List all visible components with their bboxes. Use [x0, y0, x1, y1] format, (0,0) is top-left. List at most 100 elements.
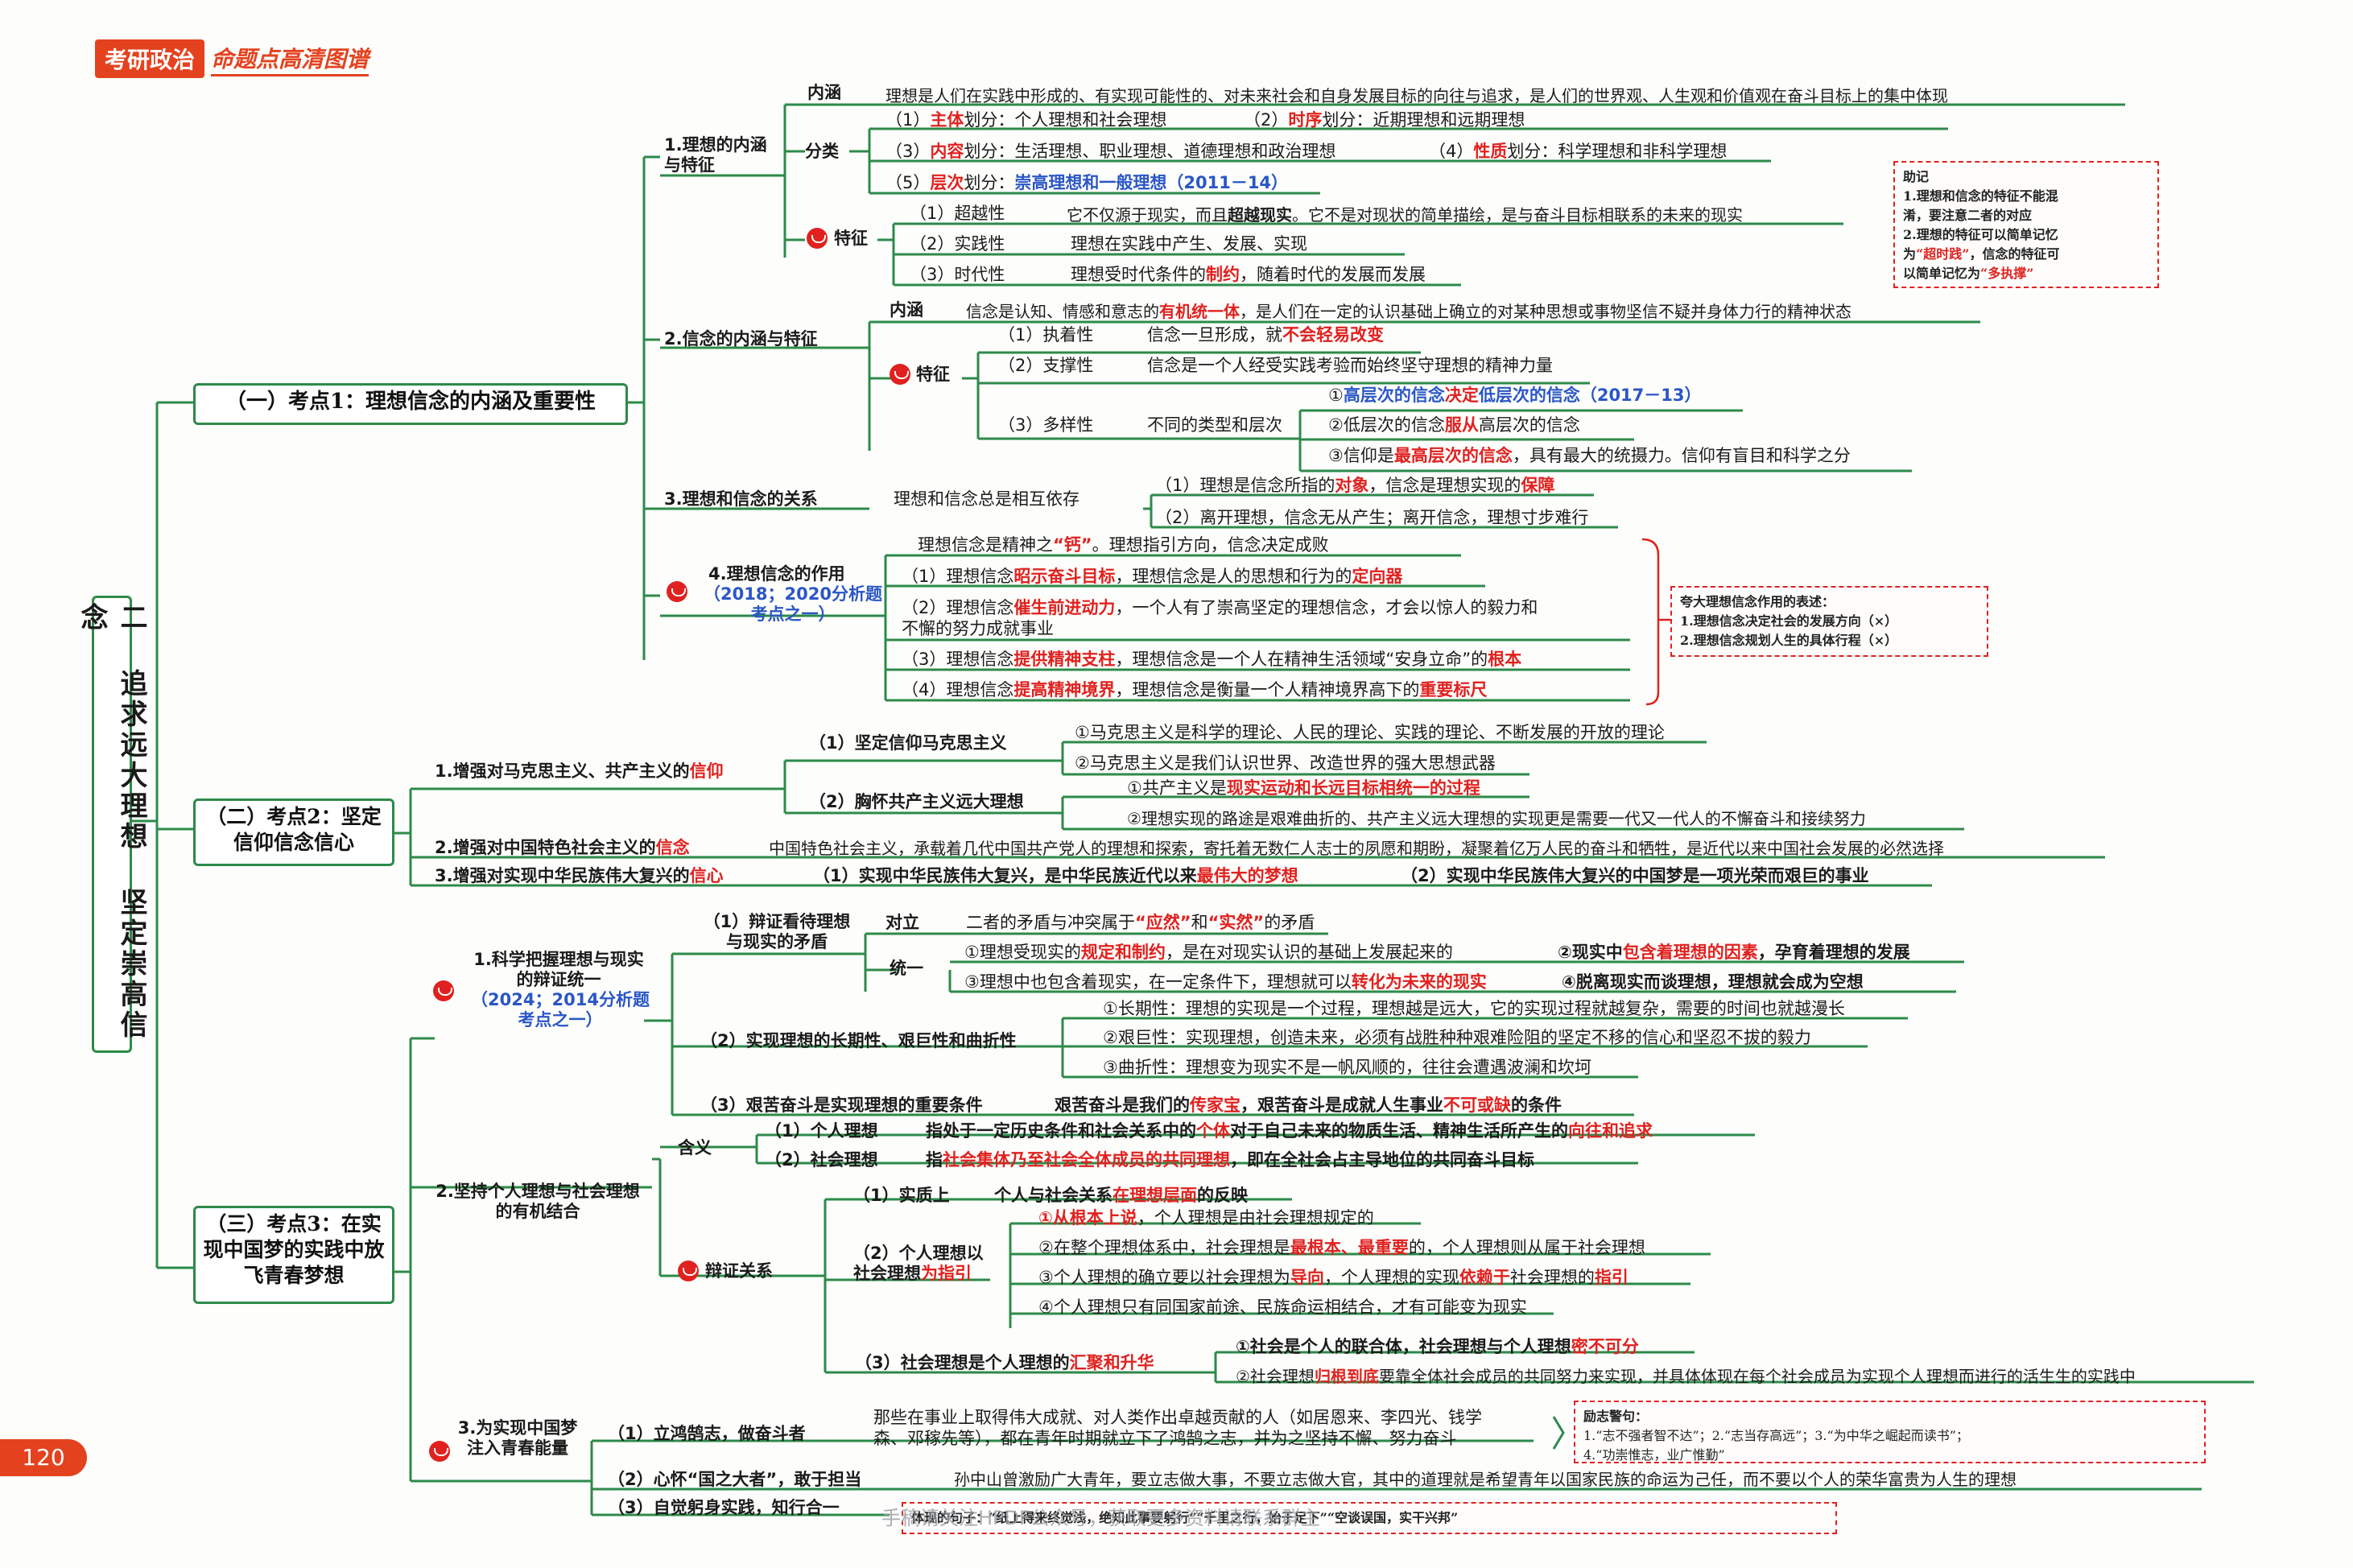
s3-n1-c: 艰苦奋斗是我们的传家宝，艰苦奋斗是成就人生事业不可或缺的条件	[1055, 1096, 1562, 1115]
s3-n2-h2: 指社会集体乃至社会全体成员的共同理想，即在全社会占主导地位的共同奋斗目标	[926, 1150, 1534, 1170]
main-title: 二 追求远大理想 坚定崇高信念	[76, 596, 147, 1053]
s1-n2-title: 2.信念的内涵与特征	[664, 329, 818, 349]
s3-n1-tongyi-label: 统一	[890, 959, 923, 978]
s1-n2-d1: ①高层次的信念决定低层次的信念（2017－13）	[1328, 386, 1702, 405]
s3-n1-ty3: ③理想中也包含着现实，在一定条件下，理想就可以转化为未来的现实	[964, 972, 1487, 992]
s3-n1-b-label: （2）实现理想的长期性、艰巨性和曲折性	[700, 1031, 1017, 1050]
s3-n1-duili: 二者的矛盾与冲突属于“应然”和“实然”的矛盾	[966, 913, 1315, 932]
s1-n1-title: 1.理想的内涵与特征	[664, 135, 767, 175]
s1-n2-t1-label: （1）执着性	[998, 325, 1094, 345]
s1-n3-title: 3.理想和信念的关系	[664, 489, 818, 509]
s3-n2-title: 2.坚持个人理想与社会理想的有机结合	[436, 1182, 640, 1221]
watermark: 手稿请关注HPDF公众号，获取更多资料请联系群主	[881, 1507, 1320, 1529]
s2-n3-title: 3.增强对实现中华民族伟大复兴的信心	[435, 866, 724, 885]
s2-n1-b2: ②理想实现的路途是艰难曲折的、共产主义远大理想的实现更是需要一代又一代人的不懈奋…	[1127, 809, 1866, 828]
warning-note-exaggeration: 夸大理想信念作用的表述： 1.理想信念决定社会的发展方向（×） 2.理想信念规划…	[1670, 586, 1988, 657]
s3-n1-duili-label: 对立	[885, 913, 919, 932]
s2-n3-a2: （2）实现中华民族伟大复兴的中国梦是一项光荣而艰巨的事业	[1401, 866, 1869, 885]
s3-n2-h1-label: （1）个人理想	[765, 1121, 878, 1141]
section-box-3: （三）考点3：在实现中国梦的实践中放飞青春梦想	[193, 1206, 394, 1304]
s3-n3-title: 3.为实现中国梦注入青春能量	[457, 1418, 578, 1458]
s1-n3-r2: （2）离开理想，信念无从产生；离开信念，理想寸步难行	[1155, 508, 1589, 527]
s3-n1-a-label: （1）辩证看待理想与现实的矛盾	[703, 912, 851, 951]
s3-n2-z2-2: ②在整个理想体系中，社会理想是最根本、最重要的，个人理想则从属于社会理想	[1038, 1238, 1645, 1257]
s3-n1-b2: ②艰巨性：实现理想，创造未来，必须有战胜种种艰难险阻的坚定不移的信心和坚忍不拔的…	[1103, 1028, 1811, 1047]
s3-n2-z1-label: （1）实质上	[853, 1186, 950, 1205]
s3-n2-z3-label: （3）社会理想是个人理想的汇聚和升华	[855, 1353, 1154, 1372]
brand-tag: 考研政治	[95, 39, 205, 78]
s1-n1-tz1-label: （1）超越性	[910, 204, 1005, 223]
s3-n1-title: 1.科学把握理想与现实的辩证统一	[473, 950, 644, 989]
s1-n4-e1: （1）理想信念昭示奋斗目标，理想信念是人的思想和行为的定向器	[902, 567, 1403, 586]
s1-n2-neihan-label: 内涵	[890, 300, 923, 320]
s1-n1-tz3-label: （3）时代性	[910, 265, 1005, 284]
s1-n1-tz2-label: （2）实践性	[910, 234, 1005, 254]
s3-n1-b1: ①长期性：理想的实现是一个过程，理想越是远大，它的实现过程就越复杂，需要的时间也…	[1103, 999, 1845, 1018]
s1-n3-r1: （1）理想是信念所指的对象，信念是理想实现的保障	[1155, 476, 1555, 495]
s1-n1-fenlei-3: （3）内容划分：生活理想、职业理想、道德理想和政治理想	[885, 142, 1336, 161]
s1-n4-title: 4.理想信念的作用	[708, 564, 845, 584]
s1-n2-neihan-text: 信念是认知、情感和意志的有机统一体，是人们在一定的认识基础上确立的对某种思想或事…	[966, 302, 1851, 321]
s3-n1-ty2: ②现实中包含着理想的因素，孕育着理想的发展	[1558, 943, 1910, 962]
s3-n2-z1: 个人与社会关系在理想层面的反映	[994, 1186, 1248, 1205]
mnemonic-note-1: 助记 1.理想和信念的特征不能混 淆，要注意二者的对应 2.理想的特征可以简单记…	[1893, 161, 2159, 288]
s3-n2-z2-4: ④个人理想只有同国家前途、民族命运相结合，才有可能变为现实	[1038, 1298, 1527, 1317]
s2-n1-title: 1.增强对马克思主义、共产主义的信仰	[435, 761, 724, 781]
s3-n2-h2-label: （2）社会理想	[765, 1150, 878, 1170]
s1-n4-e4: （4）理想信念提高精神境界，理想信念是衡量一个人精神境界高下的重要标尺	[902, 680, 1488, 699]
s3-n1-c-label: （3）艰苦奋斗是实现理想的重要条件	[700, 1096, 983, 1115]
s1-n1-neihan-text: 理想是人们在实践中形成的、有实现可能性的、对未来社会和自身发展目标的向往与追求，…	[885, 86, 1948, 105]
s3-n1-ty1: ①理想受现实的规定和制约，是在对现实认识的基础上发展起来的	[964, 943, 1453, 962]
section-box-1: （一）考点1：理想信念的内涵及重要性	[193, 383, 628, 425]
s1-n1-tz3-text: 理想受时代条件的制约，随着时代的发展而发展	[1071, 265, 1426, 284]
s2-n1-a2: ②马克思主义是我们认识世界、改造世界的强大思想武器	[1075, 753, 1496, 773]
s3-n2-z3-2: ②社会理想归根到底要靠全体社会成员的共同努力来实现，并具体体现在每个社会成员为实…	[1236, 1367, 2136, 1386]
s3-n1-ty4: ④脱离现实而谈理想，理想就会成为空想	[1562, 972, 1864, 992]
s1-n4-e3: （3）理想信念提供精神支柱，理想信念是一个人在精神生活领域“安身立命”的根本	[902, 650, 1522, 669]
s1-n1-fenlei-4: （4）性质划分：科学理想和非科学理想	[1429, 142, 1728, 161]
s3-n3-b-text: 孙中山曾激励广大青年，要立志做大事，不要立志做大官，其中的道理就是希望青年以国家…	[954, 1470, 2017, 1489]
s1-n1-tz2-text: 理想在实践中产生、发展、实现	[1071, 234, 1307, 254]
key-point-icon	[429, 1441, 450, 1462]
s3-n3-c-label: （3）自觉躬身实践，知行合一	[608, 1498, 840, 1517]
s1-n2-t3-text: 不同的类型和层次	[1147, 415, 1282, 435]
s1-n2-t1-text: 信念一旦形成，就不会轻易改变	[1147, 325, 1384, 345]
s3-n3-a-text2: 森、邓稼先等），都在青年时期就立下了鸿鹄之志，并为之坚持不懈、努力奋斗	[873, 1429, 1457, 1448]
s1-n2-t2-text: 信念是一个人经受实践考验而始终坚守理想的精神力量	[1147, 356, 1553, 375]
s3-n1-b3: ③曲折性：理想变为现实不是一帆风顺的，往往会遭遇波澜和坎坷	[1103, 1058, 1591, 1077]
practice-quotes-note: 体现的句子：“纸上得来终觉浅，绝知此事要躬行”“千里之行，始于足下”“空谈误国，…	[902, 1502, 1837, 1534]
s3-n2-bz-label: 辩证关系	[705, 1261, 773, 1281]
s3-n2-z3-1: ①社会是个人的联合体，社会理想与个人理想密不可分	[1236, 1337, 1639, 1356]
s3-n3-a-text1: 那些在事业上取得伟大成就、对人类作出卓越贡献的人（如居恩来、李四光、钱学	[873, 1408, 1482, 1427]
page-number: 120	[0, 1439, 87, 1476]
s3-n2-z2-1: ①从根本上说，个人理想是由社会理想规定的	[1038, 1208, 1374, 1228]
s1-n1-fenlei-label: 分类	[805, 142, 839, 161]
s1-n4-year: （2018；2020分析题考点之一）	[704, 584, 882, 624]
s1-n1-fenlei-2: （2）时序划分：近期理想和远期理想	[1244, 110, 1525, 130]
s1-n2-t2-label: （2）支撑性	[998, 356, 1094, 375]
s1-n1-neihan-label: 内涵	[807, 83, 841, 102]
key-point-icon	[807, 228, 828, 249]
motivational-quotes-note: 励志警句： 1.“志不强者智不达”；2.“志当存高远”；3.“为中华之崛起而读书…	[1574, 1401, 2206, 1463]
key-point-icon	[678, 1261, 699, 1281]
s1-n1-tezheng-label: 特征	[834, 229, 868, 248]
s1-n4-e2: （2）理想信念催生前进动力，一个人有了崇高坚定的理想信念，才会以惊人的毅力和	[902, 598, 1538, 617]
s3-n2-z2-label: （2）个人理想以 社会理想为指引	[853, 1244, 984, 1283]
s1-n1-fenlei-1: （1）主体划分：个人理想和社会理想	[885, 110, 1167, 130]
s2-n2-title: 2.增强对中国特色社会主义的信念	[435, 838, 690, 857]
s2-n1-a1: ①马克思主义是科学的理论、人民的理论、实践的理论、不断发展的开放的理论	[1075, 723, 1665, 742]
s3-n3-a-label: （1）立鸿鹄志，做奋斗者	[608, 1424, 806, 1443]
s3-n2-h1: 指处于一定历史条件和社会关系中的个体对于自己未来的物质生活、精神生活所产生的向往…	[926, 1121, 1653, 1141]
section-box-2: （二）考点2：坚定信仰信念信心	[193, 798, 394, 866]
s2-n1-a-label: （1）坚定信仰马克思主义	[809, 733, 1007, 753]
s3-n2-z2-3: ③个人理想的确立要以社会理想为导向，个人理想的实现依赖于社会理想的指引	[1038, 1268, 1629, 1287]
s3-n2-hanyi-label: 含义	[678, 1138, 712, 1157]
s1-n4-lead: 理想信念是精神之“钙”。理想指引方向，信念决定成败	[918, 535, 1329, 555]
key-point-icon	[433, 980, 454, 1001]
s2-n1-b1: ①共产主义是现实运动和长远目标相统一的过程	[1127, 778, 1480, 798]
key-point-icon	[890, 364, 910, 385]
s1-n4-e2-cont: 不懈的努力成就事业	[902, 619, 1054, 638]
s1-n1-fenlei-5: （5）层次划分：崇高理想和一般理想（2011－14）	[885, 173, 1289, 192]
